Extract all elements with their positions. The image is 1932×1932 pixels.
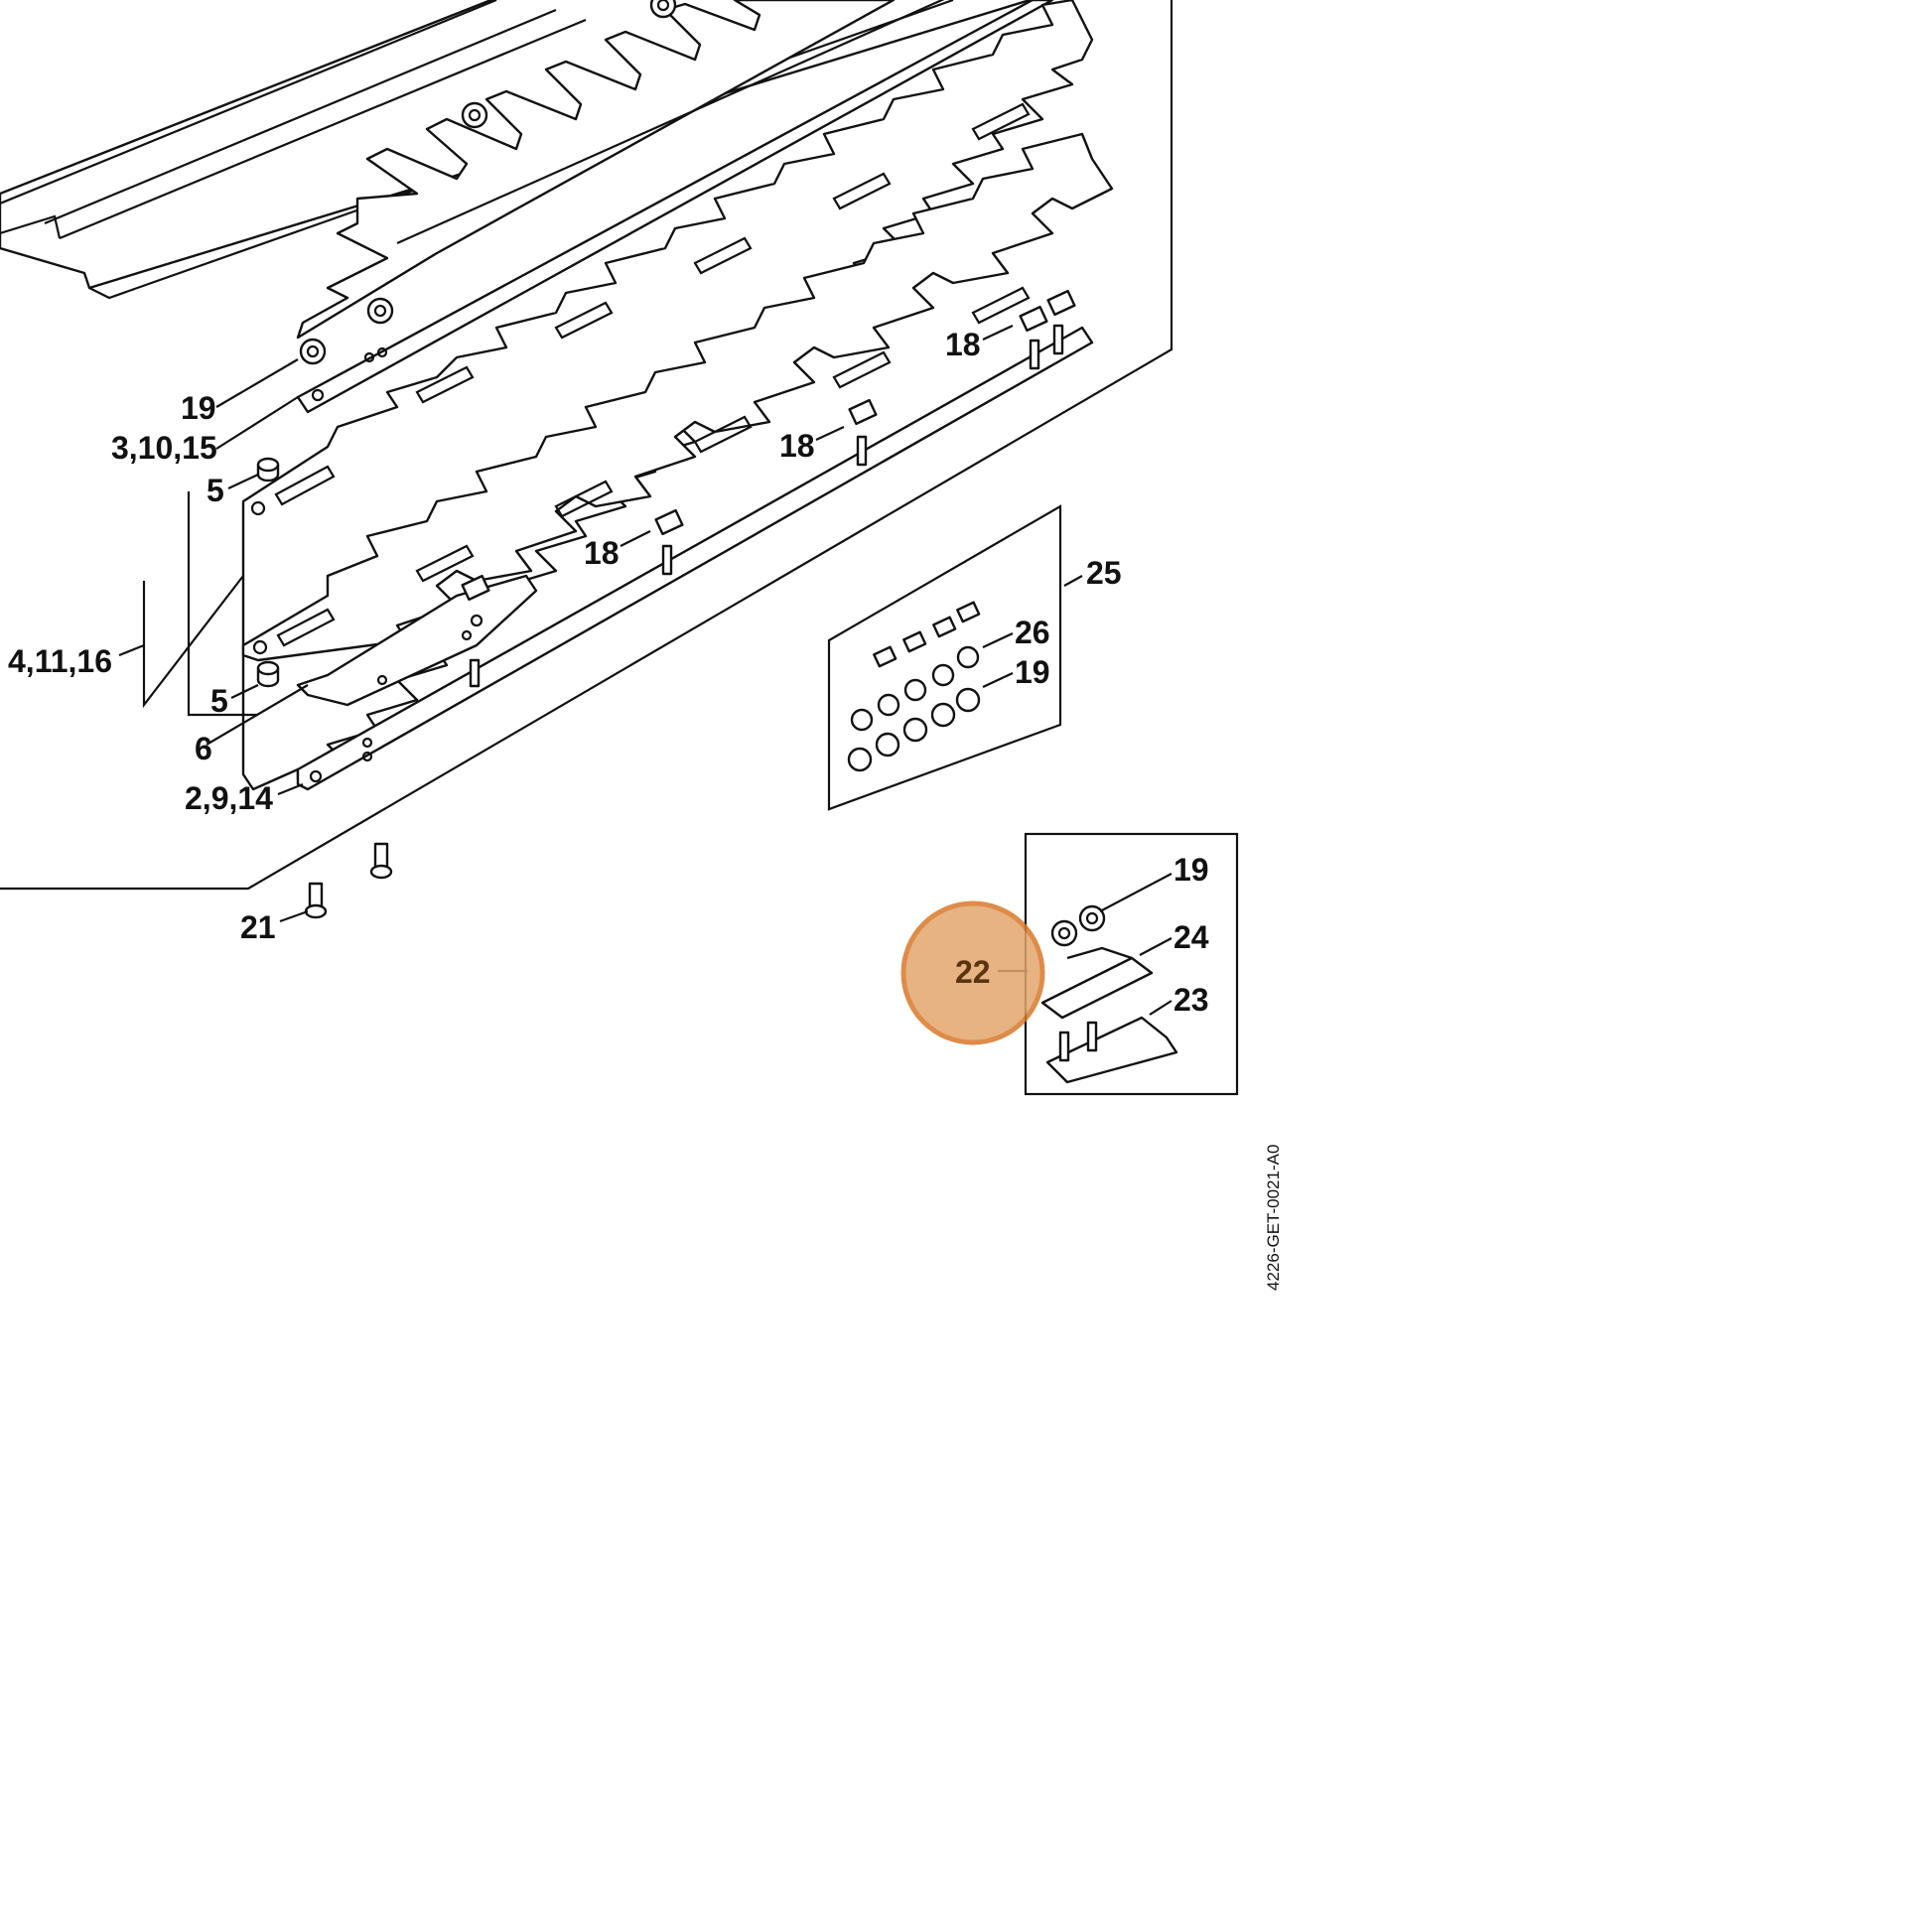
bottom-rail-2-9-14 xyxy=(296,326,1094,791)
callout-18-c: 18 xyxy=(584,535,620,571)
spacer-bushing-top xyxy=(256,457,280,483)
square-nut-6 xyxy=(461,574,490,688)
callout-18-b: 18 xyxy=(779,428,815,464)
spacer-bushing-bottom xyxy=(256,660,280,688)
blade-guard-rail xyxy=(0,0,1035,300)
callout-6: 6 xyxy=(195,731,212,766)
upper-cutting-blade xyxy=(296,0,945,340)
guide-plate-6 xyxy=(296,574,538,707)
cutting-blade-lower xyxy=(241,132,1114,662)
callout-19-small: 19 xyxy=(1173,852,1209,888)
callout-24: 24 xyxy=(1173,919,1209,955)
drawing-reference-code: 4226-GET-0021-A0 xyxy=(1264,1145,1283,1291)
callout-3-10-15: 3,10,15 xyxy=(111,430,217,466)
pressure-bar-3-10-15 xyxy=(296,0,1054,414)
callout-4-11-16: 4,11,16 xyxy=(8,643,112,679)
square-nut-18-a xyxy=(1019,289,1076,370)
flange-nut-19-top xyxy=(299,0,677,365)
callout-25: 25 xyxy=(1086,555,1122,591)
callout-21: 21 xyxy=(240,909,276,945)
callout-19-top: 19 xyxy=(181,390,216,426)
highlight-marker-22[interactable] xyxy=(900,900,1045,1045)
kit-flange-nuts-19 xyxy=(847,645,981,772)
leader-lines xyxy=(118,325,1173,1016)
kit-square-nuts-26 xyxy=(873,601,981,668)
callout-2-9-14: 2,9,14 xyxy=(185,780,273,816)
callout-18-a: 18 xyxy=(945,327,981,362)
callout-23: 23 xyxy=(1173,982,1209,1018)
screw-21 xyxy=(304,842,393,919)
callout-19-kit: 19 xyxy=(1015,654,1050,690)
callout-5-bottom: 5 xyxy=(210,683,228,719)
hardware-kit-25 xyxy=(827,504,1062,811)
square-nut-18-c xyxy=(654,508,684,576)
callout-22[interactable]: 22 xyxy=(955,954,991,990)
square-nut-18-b xyxy=(848,398,878,467)
plate-23 xyxy=(1045,1016,1178,1084)
assembly-frame xyxy=(0,0,1173,891)
bracket-24 xyxy=(1040,956,1154,1020)
callout-5-top: 5 xyxy=(207,473,224,508)
callout-26: 26 xyxy=(1015,615,1050,650)
callout-labels: 19 3,10,15 5 4,11,16 5 6 2,9,14 21 18 18… xyxy=(8,327,1209,1018)
